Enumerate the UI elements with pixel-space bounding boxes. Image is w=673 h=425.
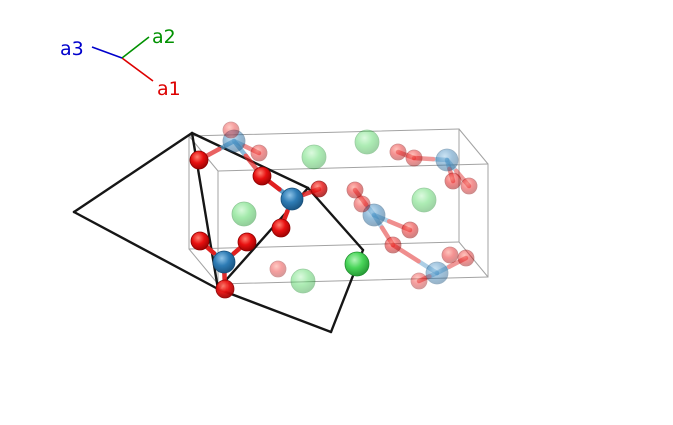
atom-O[interactable]	[384, 236, 402, 254]
a1-axis-line	[121, 57, 154, 82]
primitive-cell-edge	[306, 186, 365, 252]
atom-O[interactable]	[460, 177, 478, 195]
unit-cell-edge	[458, 128, 489, 165]
atom-O[interactable]	[189, 150, 209, 170]
atom-O[interactable]	[250, 144, 268, 162]
atom-C[interactable]	[425, 261, 449, 285]
atom-O[interactable]	[401, 221, 419, 239]
atom-O[interactable]	[444, 172, 462, 190]
atom-O[interactable]	[190, 231, 210, 251]
atom-O[interactable]	[271, 218, 291, 238]
a3-axis-line	[91, 46, 123, 59]
atoms-layer	[189, 121, 478, 299]
primitive-cell-edge	[72, 131, 194, 214]
atom-C[interactable]	[362, 203, 386, 227]
atom-C[interactable]	[280, 187, 304, 211]
atom-O[interactable]	[310, 180, 328, 198]
atom-O[interactable]	[222, 121, 240, 139]
atom-Ca[interactable]	[301, 144, 327, 170]
atom-O[interactable]	[215, 279, 235, 299]
atom-Ca[interactable]	[231, 201, 257, 227]
atom-O[interactable]	[389, 143, 407, 161]
atom-O[interactable]	[237, 232, 257, 252]
atom-O[interactable]	[405, 149, 423, 167]
a2-axis-line	[121, 36, 150, 59]
atom-C[interactable]	[435, 148, 459, 172]
primitive-cell-edge	[216, 287, 333, 334]
unit-cell-edge	[188, 241, 460, 250]
a3-axis-label: a3	[60, 38, 84, 60]
atom-O[interactable]	[353, 195, 371, 213]
atom-O[interactable]	[457, 249, 475, 267]
atom-O[interactable]	[269, 260, 287, 278]
a2-axis-label: a2	[152, 26, 176, 48]
atom-O[interactable]	[252, 166, 272, 186]
atom-Ca[interactable]	[344, 251, 370, 277]
atom-Ca[interactable]	[411, 187, 437, 213]
primitive-cell-edge	[72, 210, 220, 291]
atom-O[interactable]	[441, 246, 459, 264]
a1-axis-label: a1	[157, 78, 181, 100]
atom-C[interactable]	[212, 250, 236, 274]
axes-orientation-widget: a1 a2 a3	[60, 26, 181, 100]
atom-Ca[interactable]	[354, 129, 380, 155]
atom-O[interactable]	[410, 272, 428, 290]
atom-O[interactable]	[346, 181, 364, 199]
atom-Ca[interactable]	[290, 268, 316, 294]
unit-cell-edge	[188, 248, 219, 285]
